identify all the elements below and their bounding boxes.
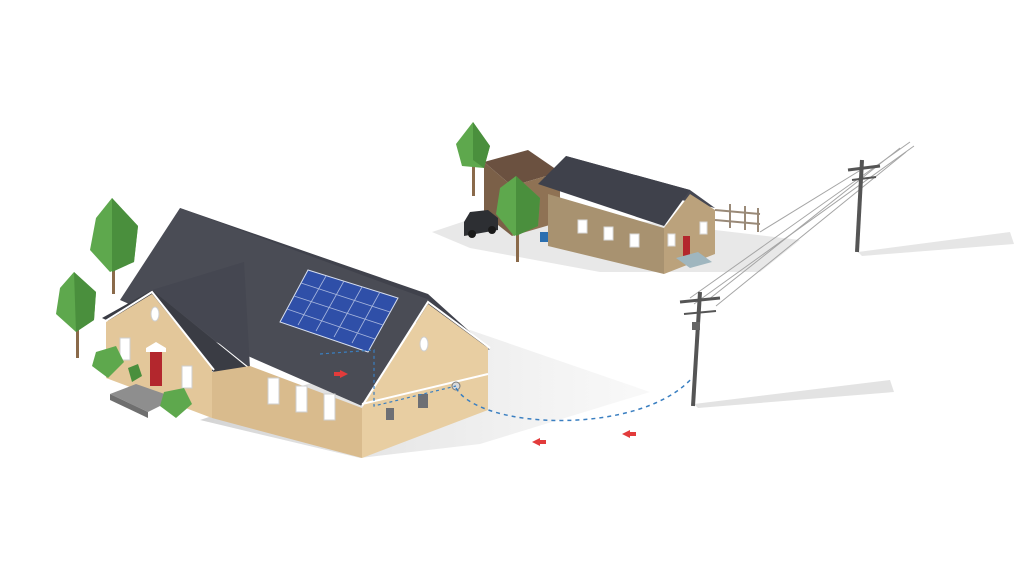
window [295, 385, 308, 413]
tree-icon [456, 122, 490, 196]
neighbor-steps [676, 252, 712, 268]
window [629, 233, 640, 248]
pole-shadow [858, 232, 1014, 256]
front-steps-lower [110, 394, 148, 418]
window [150, 306, 160, 322]
window [181, 365, 193, 389]
side-band [361, 373, 489, 405]
garage-roof [484, 150, 560, 186]
neighbor-windows [577, 219, 708, 248]
solar-grid [286, 275, 391, 344]
front-wall [212, 366, 362, 458]
tree-icon [90, 198, 138, 294]
neighbor-door [683, 236, 690, 256]
neighbor-house [432, 122, 800, 274]
pole-shadow [694, 380, 894, 408]
arrow-icon [532, 438, 546, 446]
window [267, 377, 280, 405]
solar-panel-icon [279, 269, 399, 353]
window [119, 337, 131, 361]
arrow-icon [622, 430, 636, 438]
side-trim [361, 300, 491, 407]
window [699, 221, 708, 235]
front-steps [110, 384, 176, 412]
gable-trim [103, 290, 215, 371]
trash-bin [540, 232, 548, 242]
energy-flow [319, 349, 693, 446]
utility-pole-icon [847, 159, 1014, 256]
shrub [92, 346, 192, 418]
arrow-icon [334, 370, 348, 378]
tree-icon [56, 272, 96, 358]
front-door [150, 350, 162, 386]
tree-icon [496, 176, 540, 262]
utility-pole-icon [679, 291, 894, 408]
window [323, 393, 336, 421]
house-windows [119, 306, 429, 421]
power-lines [689, 141, 915, 307]
window [577, 219, 588, 234]
window [603, 226, 614, 241]
inverter [418, 394, 428, 408]
meter-icon [386, 408, 394, 420]
window [419, 336, 429, 352]
window [667, 233, 676, 247]
neighbor-wall-side [664, 194, 715, 274]
roof-front-ridge [152, 262, 250, 368]
neighbor-roof-front [538, 156, 690, 226]
internal-wiring [319, 349, 457, 407]
roof-main [120, 208, 430, 406]
fence [714, 204, 761, 232]
door-trim [146, 342, 166, 352]
car-icon [464, 210, 498, 238]
